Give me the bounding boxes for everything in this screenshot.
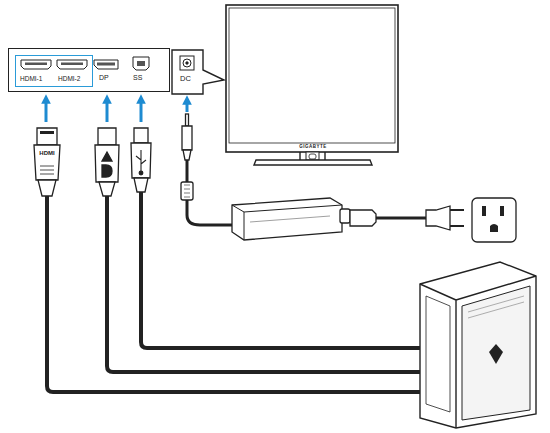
port-icons [21,57,149,70]
port-label: GIGABYTE [226,145,400,150]
dc-port-callout: DC [172,50,203,94]
dp-plug [95,128,119,196]
dc-port [180,56,194,70]
power-adapter [181,114,516,242]
insert-arrows [46,99,187,122]
monitor [226,5,398,165]
dc-callout [172,50,224,94]
hdmi-port-group: HDMI-1 HDMI-2 [15,55,93,87]
connector-logo: HDMI [38,150,56,156]
usb-plug [131,128,151,192]
cables [47,192,420,392]
pc-tower [420,262,536,428]
monitor-bezel: GIGABYTE [226,5,400,152]
hdmi-plug [34,128,60,196]
port-label: HDMI-1 [20,76,42,83]
port-label: DP [99,74,109,81]
port-label: SS [133,74,142,81]
port-label: DC [180,75,191,83]
port-panel: DP SS HDMI-1 HDMI-2 [8,48,170,92]
port-label: HDMI-2 [58,76,80,83]
